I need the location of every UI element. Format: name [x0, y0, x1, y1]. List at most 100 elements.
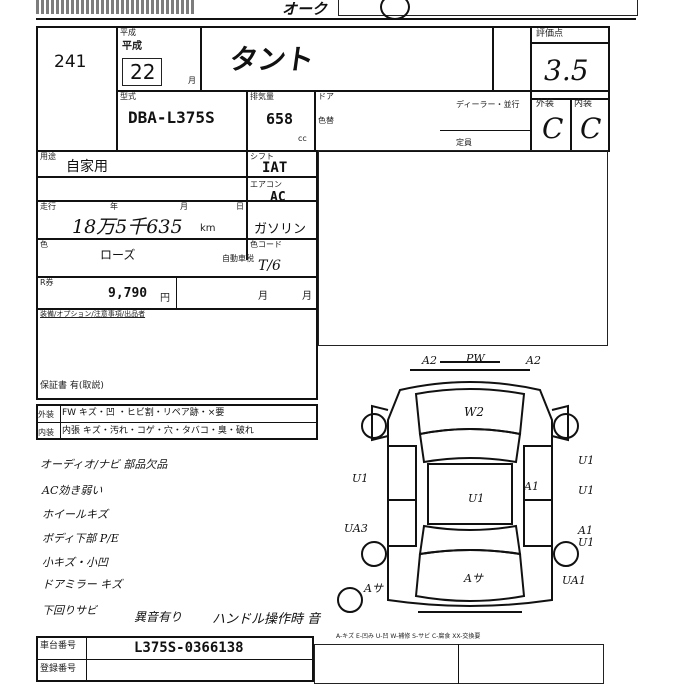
- mark-hood: W2: [464, 405, 484, 419]
- capacity-label: 定員: [456, 138, 472, 147]
- mileage-unit: km: [200, 223, 216, 234]
- color-change-label: 色替: [318, 116, 334, 125]
- divider: [36, 276, 318, 278]
- divider: [36, 422, 318, 423]
- displacement: 658: [266, 110, 294, 128]
- bottom-note: 異音有り: [134, 610, 183, 624]
- mark-right-door-b: A1: [523, 480, 539, 493]
- chassis-number: L375S-0366138: [134, 640, 244, 656]
- bottom-note: ハンドル操作時 音: [212, 612, 321, 627]
- diagram-legend: A-キズ E-凹み U-凹 W-補修 S-サビ C-腐食 XX-交換要: [336, 633, 481, 640]
- color-code-label: 色コード: [250, 240, 282, 249]
- equip-row1: FW キズ・凹 ・ヒビ割・リペア跡・×要: [62, 408, 225, 418]
- divider: [36, 238, 318, 240]
- inspection-suffix: 月: [302, 291, 312, 302]
- divider: [36, 176, 318, 178]
- register-label: 登録番号: [40, 664, 77, 674]
- door-label: ドア: [318, 92, 334, 101]
- shift-value: IAT: [262, 160, 288, 176]
- color-code-value: T/6: [258, 258, 281, 274]
- recycle-fee: 9,790: [108, 286, 148, 301]
- note-line: ドアミラー キズ: [42, 578, 123, 591]
- header-stamp-icon: [380, 0, 410, 20]
- year-value: 22: [130, 60, 156, 84]
- header-box: [338, 0, 638, 16]
- mark-left-rear: Aサ: [363, 582, 384, 595]
- divider: [530, 26, 532, 152]
- note-line: AC効き弱い: [42, 484, 103, 497]
- divider: [116, 26, 118, 152]
- year-label: 平成: [120, 28, 136, 37]
- top-frame: [36, 26, 610, 152]
- notes-frame: [36, 308, 318, 400]
- notes-header: 装備/オプション/注意事項/出品者: [40, 310, 146, 318]
- divider: [314, 90, 316, 152]
- mark-left-sill: UA3: [344, 522, 368, 535]
- bottom-right-frame: [314, 644, 604, 684]
- mileage-value: 18万5千635: [72, 216, 183, 238]
- note-line: オーディオ/ナビ 部品欠品: [40, 458, 168, 471]
- usage-label: 用途: [40, 152, 56, 161]
- shift-label: シフト: [250, 152, 274, 161]
- mileage-year: 年: [110, 202, 118, 211]
- recycle-label: R券: [40, 278, 54, 287]
- divider: [60, 404, 61, 440]
- interior-label: 外装: [536, 99, 555, 109]
- color-value: ローズ: [100, 248, 136, 262]
- model-code-label: 型式: [120, 92, 136, 101]
- divider: [200, 26, 202, 90]
- mark-front-mid: PW: [465, 352, 486, 365]
- mark-right-door-c: U1: [578, 484, 594, 497]
- year-era: 平成: [122, 41, 142, 52]
- divider: [246, 90, 248, 152]
- notes-list: オーディオ/ナビ 部品欠品 AC効き弱い ホイールキズ ボディ下部 P/E 小キ…: [36, 450, 196, 620]
- grade-label: 評価点: [536, 29, 564, 39]
- mark-left-door-a: U1: [352, 472, 368, 485]
- chassis-label: 車台番号: [40, 641, 77, 651]
- year-suffix: 月: [188, 76, 196, 85]
- divider: [570, 98, 572, 152]
- mark-front-right: A2: [525, 354, 541, 367]
- dealer-label: ディーラー・並行: [456, 100, 520, 109]
- header-brand: オーク: [282, 0, 328, 18]
- equip-row2-label: 内装: [38, 428, 54, 437]
- divider: [440, 130, 530, 131]
- divider: [86, 636, 87, 682]
- inspection-month: 月: [258, 291, 268, 302]
- fuel-value: ガソリン: [254, 222, 307, 237]
- divider: [530, 98, 610, 100]
- model-name: タント: [227, 43, 317, 76]
- mark-right-rear-a: A1: [577, 524, 593, 537]
- ac-value: AC: [270, 190, 286, 205]
- year-box: [122, 58, 162, 86]
- header-scan-noise: [36, 0, 196, 14]
- mark-right-rear-b: U1: [578, 536, 594, 549]
- note-line: 下回りサビ: [42, 604, 97, 617]
- mileage-month: 月: [180, 202, 188, 211]
- tax-label: 自動車税: [222, 254, 254, 263]
- equip-row2: 内張 キズ・汚れ・コゲ・穴・タバコ・臭・破れ: [62, 426, 254, 436]
- score-value: 3.5: [544, 54, 589, 87]
- right-blank-panel: [318, 150, 608, 346]
- papers-label: 保証書 有(取説): [40, 381, 104, 391]
- car-diagram: A2 PW A2 W2 U1 U1 U1 A1 U1 UA3 A1 U1 Aサ …: [337, 352, 594, 613]
- displacement-label: 排気量: [250, 92, 274, 101]
- note-line: 小キズ・小凹: [42, 556, 108, 569]
- recycle-unit: 円: [160, 293, 170, 304]
- mark-front-left: A2: [421, 354, 437, 367]
- interior-score: C: [542, 112, 564, 145]
- divider: [530, 42, 610, 44]
- mark-roof: U1: [468, 492, 484, 505]
- displacement-unit: cc: [298, 134, 307, 143]
- divider: [176, 276, 177, 310]
- usage-value: 自家用: [66, 159, 108, 175]
- mileage-day: 日: [236, 202, 244, 211]
- divider: [246, 150, 248, 260]
- equip-row1-label: 外装: [38, 410, 54, 419]
- mark-right-door-a: U1: [578, 454, 594, 467]
- lot-number: 241: [54, 52, 87, 72]
- divider: [116, 90, 610, 92]
- exterior-score: C: [580, 112, 602, 145]
- note-line: ボディ下部 P/E: [42, 532, 119, 545]
- mark-rear-right: UA1: [562, 574, 586, 587]
